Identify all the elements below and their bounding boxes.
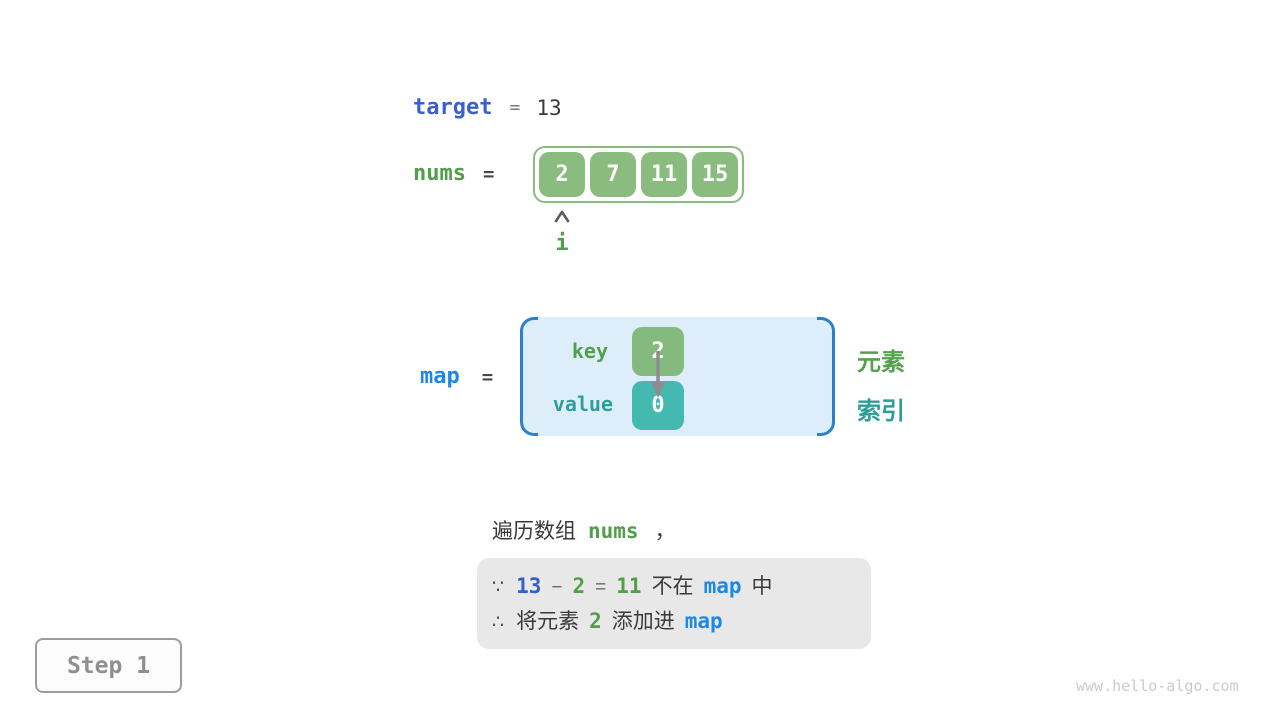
map-equals-sign: = xyxy=(481,365,494,388)
nums-array-cell: 2 xyxy=(539,152,585,197)
watermark-url: www.hello-algo.com xyxy=(1076,677,1239,695)
not-in-text: 不在 xyxy=(651,575,694,598)
map-variable-line: map = xyxy=(420,364,493,389)
reason-line-therefore: ∴ 将元素 2 添加进 map xyxy=(492,605,871,640)
target-equals-sign: = xyxy=(509,97,521,118)
reason-line-because: ∵ 13 − 2 = 11 不在 map 中 xyxy=(492,570,871,605)
because-symbol: ∵ xyxy=(492,577,505,598)
add-into-text: 添加进 xyxy=(611,610,675,633)
minuend-value: 13 xyxy=(516,574,542,598)
map-variable-name: map xyxy=(420,364,460,389)
nums-array: 2 7 11 15 xyxy=(533,146,744,203)
caption-code-nums: nums xyxy=(588,519,639,543)
legend-index-label: 索引 xyxy=(857,398,905,425)
target-variable-line: target = 13 xyxy=(413,95,562,120)
minus-sign: − xyxy=(551,577,563,598)
nums-array-cell: 7 xyxy=(590,152,636,197)
target-value: 13 xyxy=(536,95,562,120)
caption-comma: ， xyxy=(654,520,676,543)
caption-text: 遍历数组 xyxy=(492,520,576,543)
map-code-ref: map xyxy=(684,609,723,633)
caption-line: 遍历数组 nums ， xyxy=(492,515,676,545)
in-text: 中 xyxy=(751,575,773,598)
nums-equals-sign: = xyxy=(482,162,495,185)
key-to-value-arrow-icon xyxy=(651,351,665,398)
step-badge: Step 1 xyxy=(35,638,182,693)
nums-array-cell: 11 xyxy=(641,152,687,197)
target-variable-name: target xyxy=(413,95,493,120)
added-number: 2 xyxy=(589,609,602,633)
therefore-symbol: ∴ xyxy=(492,612,505,633)
index-pointer-caret-icon xyxy=(554,210,570,223)
reason-box: ∵ 13 − 2 = 11 不在 map 中 ∴ 将元素 2 添加进 map xyxy=(477,558,871,649)
difference-value: 11 xyxy=(616,574,642,598)
map-value-label: value xyxy=(552,392,613,416)
index-pointer-label: i xyxy=(555,231,569,256)
map-value-cell: 0 xyxy=(632,381,684,430)
nums-array-cell: 15 xyxy=(692,152,738,197)
legend-element-label: 元素 xyxy=(857,349,905,376)
nums-variable-name: nums xyxy=(413,161,466,186)
map-key-label: key xyxy=(571,339,608,363)
equals-sign: = xyxy=(595,577,607,598)
nums-variable-line: nums = xyxy=(413,161,494,186)
map-code-ref: map xyxy=(703,574,742,598)
add-element-text: 将元素 xyxy=(516,610,580,633)
subtrahend-value: 2 xyxy=(572,574,586,598)
